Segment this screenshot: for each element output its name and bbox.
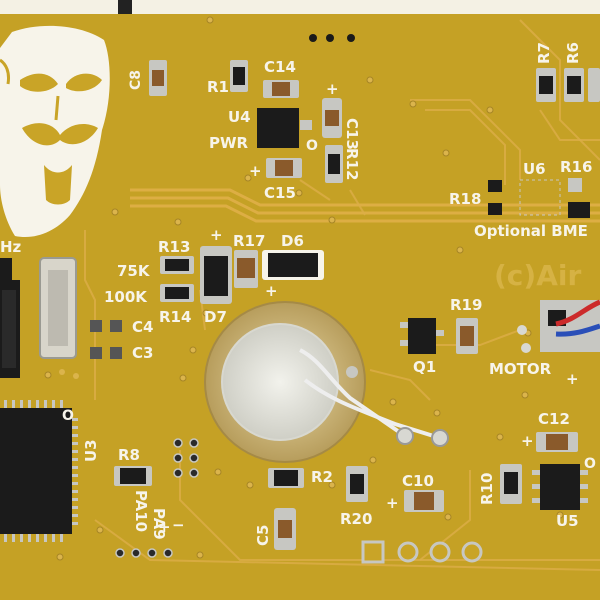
label-plus-c13: + [326,80,339,98]
cable-top [118,0,132,14]
caps-c4-c3 [90,320,122,359]
label-pa9: PA9 [150,508,168,540]
label-r16: R16 [560,158,592,176]
label-75k: 75K [117,262,151,280]
label-o-u4: O [306,138,318,154]
label-r18: R18 [449,190,481,208]
label-plus-pa: + [158,518,171,536]
label-c10: C10 [402,472,434,490]
label-minus-pa: − [172,516,185,534]
label-u4: U4 [228,108,251,126]
label-o-u5: O [584,456,596,472]
label-c5: C5 [254,525,272,546]
label-plus-motor: + [566,370,579,388]
label-hz: Hz [0,238,22,256]
label-r7: R7 [535,42,553,64]
label-c4: C4 [132,318,153,336]
label-c12: C12 [538,410,570,428]
label-c13: C13 [343,118,361,150]
label-optional-bme: Optional BME [474,222,588,240]
label-100k: 100K [104,288,148,306]
label-d7: D7 [204,308,227,326]
label-r6: R6 [564,42,582,64]
label-r17: R17 [233,232,265,250]
label-r13: R13 [158,238,190,256]
label-plus-d6: + [265,282,278,300]
vias [44,16,564,561]
label-pwr: PWR [209,134,249,152]
label-q1: Q1 [413,358,436,376]
label-u5: U5 [556,512,579,530]
label-r8: R8 [118,446,140,464]
mcu-u3 [0,400,78,542]
label-r2: R2 [311,468,333,486]
label-r12: R12 [343,148,361,180]
label-plus-c12: + [521,432,534,450]
mount-hole [347,34,355,42]
pin-header-pa [115,438,199,558]
label-r19: R19 [450,296,482,314]
label-d6: D6 [281,232,304,250]
piezo-buzzer [204,301,449,463]
motor-connector [517,299,600,353]
label-plus-c15: + [249,162,262,180]
label-plus-c10: + [386,494,399,512]
bottom-pads [361,540,483,564]
silkscreen-labels: C8 R1 C14 U4 PWR O C13 R12 + + C15 R7 R6… [0,42,596,546]
label-c8: C8 [128,70,144,90]
label-u6: U6 [523,160,546,178]
label-c3: C3 [132,344,153,362]
label-u3: U3 [82,439,100,462]
mount-hole [309,34,317,42]
label-o-u3: O [62,408,74,424]
label-plus-d7: + [210,226,223,244]
label-copyright: (c)Air [494,259,581,292]
mount-hole [326,34,334,42]
label-motor: MOTOR [489,360,552,378]
label-c14: C14 [264,58,296,76]
label-r14: R14 [159,308,191,326]
label-r10: R10 [478,473,496,505]
mask-logo [0,25,110,238]
label-c15: C15 [264,184,296,202]
label-pa10: PA10 [132,490,150,532]
label-r1: R1 [207,78,229,96]
smd-components [114,60,600,550]
label-r20: R20 [340,510,372,528]
